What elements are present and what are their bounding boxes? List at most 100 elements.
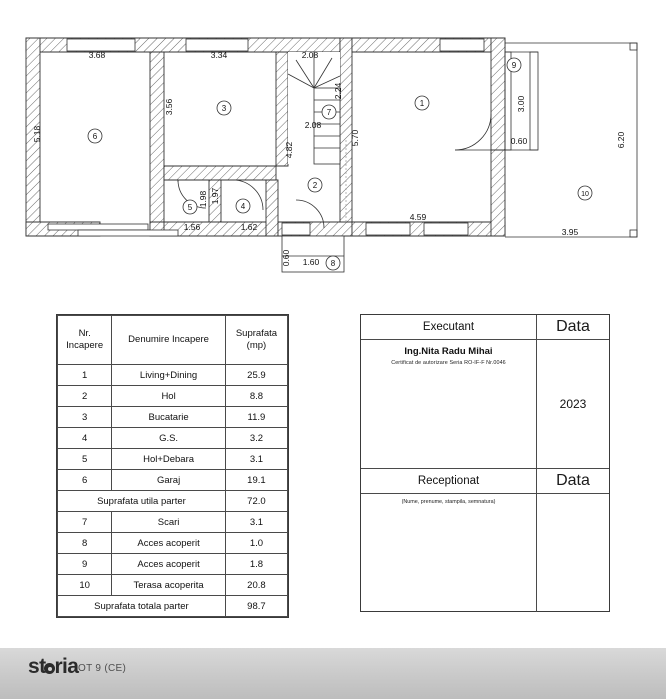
- room-nr: 6: [56, 469, 113, 491]
- receptionat-header: Receptionat: [417, 475, 480, 487]
- room-nr: 3: [56, 406, 113, 428]
- room-name: Terasa acoperita: [111, 574, 226, 596]
- svg-text:3: 3: [222, 104, 227, 113]
- header-area: Suprafata (mp): [224, 315, 289, 365]
- room-area: 3.2: [224, 427, 289, 449]
- room-area: 19.1: [224, 469, 289, 491]
- room-area: 3.1: [224, 448, 289, 470]
- dimension-label: 4.82: [284, 141, 294, 158]
- dimension-label: 6.20: [616, 131, 626, 148]
- room-area: 1.0: [224, 532, 289, 554]
- dimension-label: 5.70: [350, 129, 360, 146]
- access-niche-9: [504, 51, 539, 151]
- room-name: Living+Dining: [111, 364, 226, 386]
- terrace-outline: [505, 42, 638, 238]
- subtotal-row-label: Suprafata utila parter: [57, 490, 226, 512]
- room-name: G.S.: [111, 427, 226, 449]
- room-nr: 9: [56, 553, 113, 575]
- room-nr: 8: [56, 532, 113, 554]
- room-area: 20.8: [224, 574, 289, 596]
- dimension-label: 3.34: [211, 50, 228, 60]
- dimension-label: 1.62: [241, 222, 258, 232]
- receptionat-body-row: (Nume, prenume, stampila, semnatura): [361, 494, 609, 612]
- dimension-label: 2.08: [302, 50, 319, 60]
- dimension-label: 1.98: [198, 190, 208, 207]
- total-row-area: 98.7: [224, 595, 289, 617]
- header-nr: Nr. Incapere: [56, 315, 113, 365]
- header-name: Denumire Incapere: [111, 315, 226, 365]
- floor-plan: 1 2 3 4 5 6 7 8 9 10 3.68 5.18 3.34 3.56 2.0…: [0, 0, 666, 295]
- room-area: 11.9: [224, 406, 289, 428]
- executant-header-row: Executant Data: [361, 315, 609, 340]
- room-name: Hol+Debara: [111, 448, 226, 470]
- executant-body-row: Ing.Nita Radu Mihai Certificat de autori…: [361, 340, 609, 469]
- room-nr: 4: [56, 427, 113, 449]
- svg-text:9: 9: [512, 61, 517, 70]
- room-area: 8.8: [224, 385, 289, 407]
- svg-text:7: 7: [327, 108, 332, 117]
- executant-header: Executant: [422, 321, 475, 333]
- dimension-label: 0.60: [511, 136, 528, 146]
- subtotal-row-area: 72.0: [224, 490, 289, 512]
- dimension-label: 1.60: [303, 257, 320, 267]
- room-nr: 5: [56, 448, 113, 470]
- total-row-label: Suprafata totala parter: [57, 595, 226, 617]
- dimension-label: 2.08: [305, 120, 322, 130]
- svg-text:6: 6: [93, 132, 98, 141]
- svg-text:2: 2: [313, 181, 318, 190]
- svg-text:10: 10: [581, 191, 589, 198]
- dimension-label: 3.95: [562, 227, 579, 237]
- room-nr: 10: [56, 574, 113, 596]
- plan-dimension-labels: 3.685.183.343.562.082.242.084.825.701.98…: [32, 50, 626, 267]
- svg-text:1: 1: [420, 99, 425, 108]
- room-name: Acces acoperit: [111, 532, 226, 554]
- executant-year: 2023: [559, 397, 587, 411]
- room-name: Hol: [111, 385, 226, 407]
- room-name: Garaj: [111, 469, 226, 491]
- watermark-band: [0, 648, 666, 699]
- room-nr: 2: [56, 385, 113, 407]
- room-name: Scari: [111, 511, 226, 533]
- room-name: Bucatarie: [111, 406, 226, 428]
- dimension-label: 3.68: [89, 50, 106, 60]
- storia-logo-dot: [44, 663, 56, 674]
- dimension-label: 5.18: [32, 125, 42, 142]
- room-nr: 7: [56, 511, 113, 533]
- room-nr: 1: [56, 364, 113, 386]
- room-area: 3.1: [224, 511, 289, 533]
- receptionat-date-header: Data: [556, 472, 590, 489]
- dimension-label: 3.56: [164, 98, 174, 115]
- room-area: 1.8: [224, 553, 289, 575]
- svg-text:5: 5: [188, 203, 193, 212]
- dimension-label: 0.60: [281, 249, 291, 266]
- room-number-markers: 1 2 3 4 5 6 7 8 9 10: [87, 57, 593, 271]
- executant-name: Ing.Nita Radu Mihai: [404, 346, 493, 357]
- room-area: 25.9: [224, 364, 289, 386]
- room-name: Acces acoperit: [111, 553, 226, 575]
- executant-date-header: Data: [556, 318, 590, 335]
- plan-openings: [66, 38, 485, 236]
- dimension-label: 3.00: [516, 95, 526, 112]
- garage-door: [47, 223, 179, 237]
- svg-text:8: 8: [331, 259, 336, 268]
- title-block: Executant Data Ing.Nita Radu Mihai Certi…: [360, 314, 610, 612]
- executant-certificate: Certificat de autorizare Seria RO-IF-F N…: [391, 360, 506, 367]
- dimension-label: 4.59: [410, 212, 427, 222]
- dimension-label: 1.97: [210, 187, 220, 204]
- table-header-row: Nr. Incapere Denumire Incapere Suprafata…: [56, 315, 289, 365]
- receptionat-note: (Nume, prenume, stampila, semnatura): [401, 499, 496, 505]
- receptionat-header-row: Receptionat Data: [361, 469, 609, 494]
